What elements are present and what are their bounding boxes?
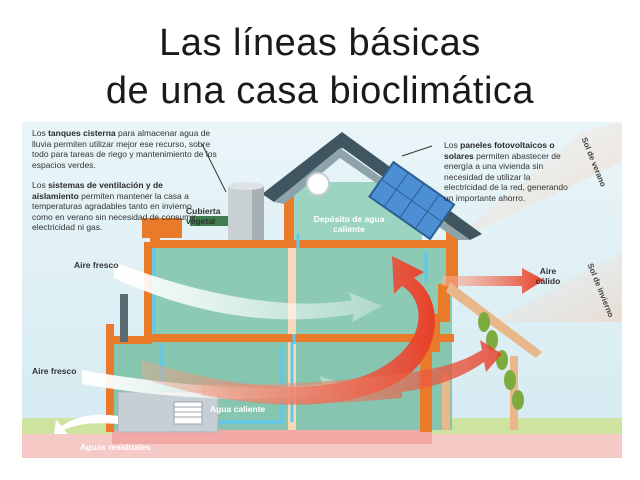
warm-air-arrow-lower [202,340,502,403]
label-aire-calido: Aire cálido [535,266,561,286]
partition-upper [288,248,296,334]
attic-left-wall [284,184,294,242]
attic-floor-slab [160,240,450,248]
label-agua-caliente: Agua caliente [210,404,266,414]
roof-underside [274,148,470,240]
house-diagram [22,122,622,458]
title-line-1: Las líneas básicas [159,22,481,64]
note-paneles-rest: permiten abastecer de energía a una vivi… [444,150,568,203]
summer-sun-rays [452,122,622,242]
note-tanques-cisterna: Los tanques cisterna para almacenar agua… [32,128,228,170]
heat-exchanger-grill [173,401,203,425]
upper-floor-slab [152,334,454,342]
note-ventilacion: Los sistemas de ventilación y de aislami… [32,180,200,233]
note-ventilacion-rest: permiten mantener la casa a temperaturas… [32,190,196,233]
cistern-tank-top [228,182,264,190]
title-line-2: de una casa bioclimática [105,70,535,112]
note-ventilacion-pre: Los [32,180,49,190]
note-ventilacion-bold: sistemas de ventilación y de aislamiento [32,180,163,201]
winter-sun-rays [492,252,622,322]
hot-water-pipe [210,346,284,424]
note-tanques-rest: para almacenar agua de lluvia permiten u… [32,128,217,170]
plant [478,312,524,410]
cistern-box [142,218,182,238]
waste-water-arrow [54,414,118,434]
warm-air-arrow-exit [442,268,544,294]
ventilation-pipe [120,294,128,342]
solar-panel [368,160,456,241]
note-paneles-pre: Los [444,140,461,150]
solar-panel-pointer [401,145,433,157]
green-roof [190,216,238,226]
label-deposito: Depósito de agua caliente [313,214,385,234]
warm-air-arrow-big [142,256,435,405]
label-aire-fresco-bottom: Aire fresco [32,366,77,376]
cistern-pointer [201,143,227,193]
note-paneles-bold: paneles fotovoltaicos o solares [444,140,555,161]
grill-lines [174,406,202,418]
cool-air-arrow-upper [114,262,382,322]
note-tanques-pre: Los [32,128,49,138]
cistern-tank-shade [252,186,264,240]
solar-heater-ball [306,172,330,196]
label-aguas-residuales: Aguas residuales [80,442,151,452]
label-aire-fresco-top: Aire fresco [74,260,119,270]
note-tanques-bold: tanques cisterna [48,128,116,138]
heat-exchanger-box [117,391,219,433]
roof-left [262,132,352,202]
note-paneles: Los paneles fotovoltaicos o solares perm… [444,140,568,203]
bioclimatic-house-illustration: Los tanques cisterna para almacenar agua… [22,122,622,462]
label-cubierta-vegetal: Cubierta vegetal [186,206,221,226]
